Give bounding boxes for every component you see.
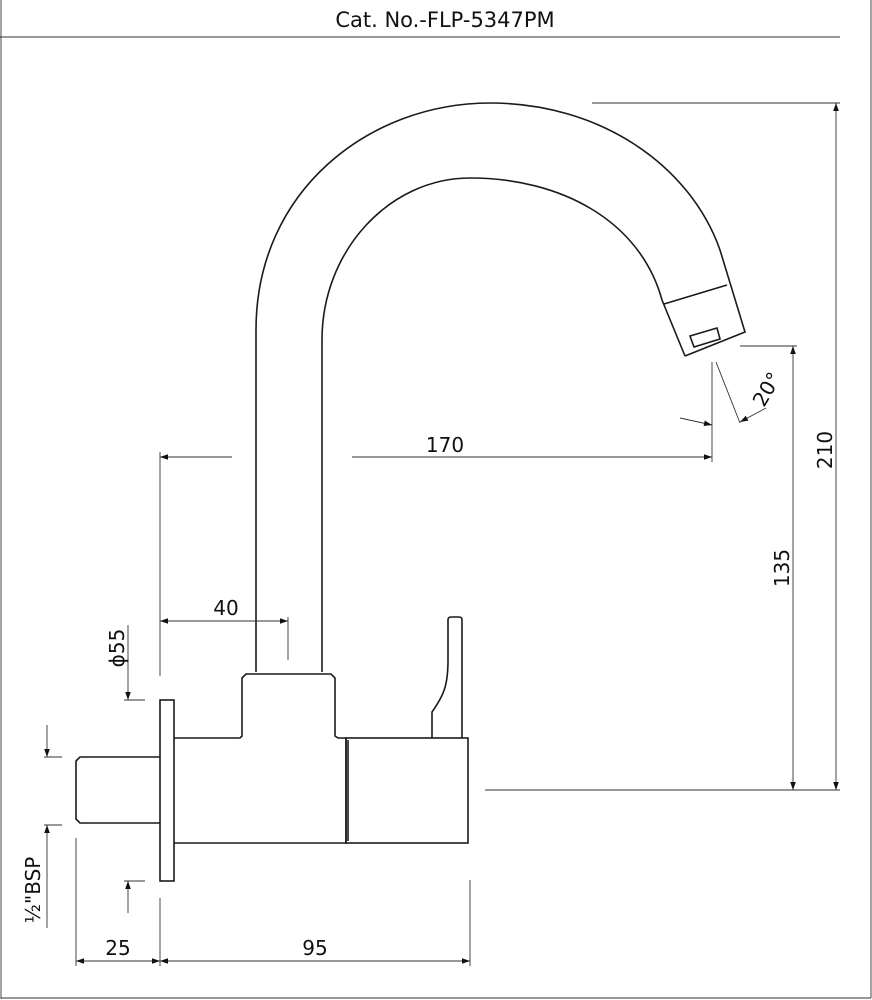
dimension-angle: 20° [679,361,787,427]
dimension-135: 135 [740,345,797,790]
svg-text:210: 210 [813,431,837,469]
dimension-flange-diameter: ϕ55 [105,625,145,913]
svg-text:20°: 20° [748,368,787,411]
svg-text:½"BSP: ½"BSP [21,857,45,924]
dimension-210: 210 [485,102,840,791]
faucet-spout [255,102,746,672]
svg-text:170: 170 [426,433,464,457]
dimension-40: 40 [160,596,289,660]
handle-lever [431,616,463,738]
svg-text:135: 135 [770,549,794,587]
dimension-95: 95 [160,880,471,966]
catalog-title: Cat. No.-FLP-5347PM [335,8,554,32]
dimension-25: 25 [75,838,161,966]
dimension-170: 170 [159,362,713,676]
dimension-inlet-thread: ½"BSP [21,725,62,928]
svg-text:25: 25 [105,936,130,960]
svg-text:40: 40 [213,596,238,620]
svg-text:95: 95 [302,936,327,960]
faucet-body [75,616,469,882]
svg-text:ϕ55: ϕ55 [105,629,129,668]
